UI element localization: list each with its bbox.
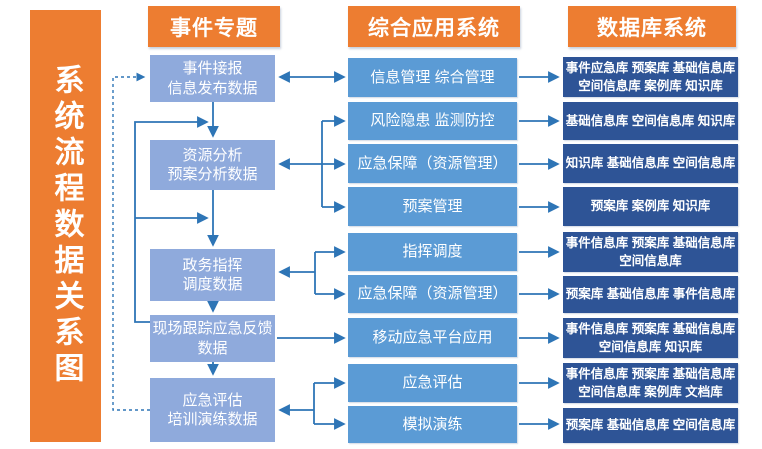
feedback-b5-dashed-loop — [112, 72, 150, 411]
box-gov-command-dispatch-data: 政务指挥 调度数据 — [150, 249, 275, 301]
box-event-report-data: 事件接报 信息发布数据 — [150, 55, 275, 102]
db-box-9: 预案库 基础信息库 空间信息库 — [563, 408, 738, 443]
db-box-2: 基础信息库 空间信息库 知识库 — [563, 102, 738, 140]
db-box-1: 事件应急库 预案库 基础信息库 空间信息库 案例库 知识库 — [563, 57, 738, 97]
feedback-b4-loop — [134, 116, 209, 323]
box-mobile-emergency-platform: 移动应急平台应用 — [348, 318, 517, 357]
db-box-6: 预案库 基础信息库 事件信息库 — [563, 276, 738, 313]
box-field-tracking-feedback-data: 现场跟踪应急反馈 数据 — [150, 315, 275, 362]
db-box-4: 预案库 案例库 知识库 — [563, 187, 738, 226]
column-header-application-systems: 综合应用系统 — [348, 6, 520, 47]
db-box-3: 知识库 基础信息库 空间信息库 — [563, 144, 738, 183]
db-box-8: 事件信息库 预案库 基础信息库 空间信息库 案例库 文档库 — [563, 363, 738, 403]
box-plan-management: 预案管理 — [348, 187, 517, 226]
box-info-management: 信息管理 综合管理 — [348, 58, 517, 97]
box-simulation-drill: 模拟演练 — [348, 406, 517, 443]
diagram-title: 系统流程数据关系图 — [49, 64, 83, 388]
box-emergency-support-resource-mgmt-2: 应急保障（资源管理） — [348, 275, 517, 313]
box-emergency-eval-training-data: 应急评估 培训演练数据 — [150, 378, 275, 442]
db-box-5: 事件信息库 预案库 基础信息库 空间信息库 — [563, 232, 738, 272]
box-emergency-support-resource-mgmt-1: 应急保障（资源管理） — [348, 144, 517, 183]
db-box-7: 事件信息库 预案库 基础信息库 空间信息库 知识库 — [563, 318, 738, 358]
column-header-database-systems: 数据库系统 — [568, 6, 736, 47]
box-command-dispatch: 指挥调度 — [348, 233, 517, 271]
box-risk-monitoring: 风险隐患 监测防控 — [348, 102, 517, 140]
column-header-event-topics: 事件专题 — [148, 6, 280, 47]
box-emergency-assessment: 应急评估 — [348, 364, 517, 402]
box-resource-analysis-data: 资源分析 预案分析数据 — [150, 140, 275, 190]
diagram-title-sidebar: 系统流程数据关系图 — [30, 10, 101, 442]
